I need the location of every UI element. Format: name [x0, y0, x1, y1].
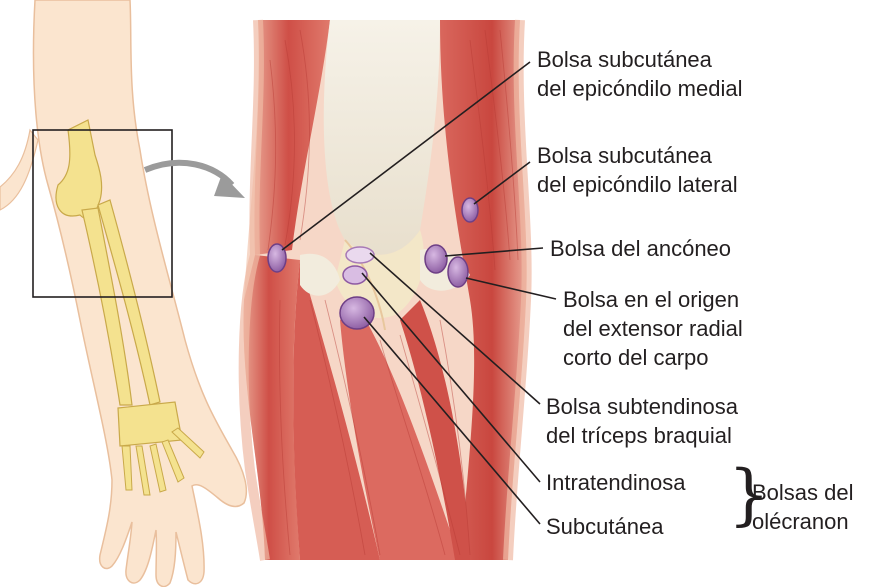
bursa-lateral-epicondyle: [462, 198, 478, 222]
label-subcut-lateral: Bolsa subcutánea del epicóndilo lateral: [537, 141, 738, 199]
label-line: Intratendinosa: [546, 468, 685, 497]
bursa-subcutaneous-olecranon: [340, 297, 374, 329]
label-line: del epicóndilo medial: [537, 74, 742, 103]
label-anconeo: Bolsa del ancóneo: [550, 234, 731, 263]
label-line: Bolsas del: [752, 478, 854, 507]
label-line: Bolsa subcutánea: [537, 141, 738, 170]
label-intratendinosa: Intratendinosa: [546, 468, 685, 497]
label-line: Subcutánea: [546, 512, 663, 541]
label-line: del epicóndilo lateral: [537, 170, 738, 199]
bursa-anconeus: [425, 245, 447, 273]
label-subcutanea: Subcutánea: [546, 512, 663, 541]
label-triceps: Bolsa subtendinosa del tríceps braquial: [546, 392, 738, 450]
label-line: corto del carpo: [563, 343, 743, 372]
zoom-arrow: [145, 163, 245, 198]
label-line: Bolsa subtendinosa: [546, 392, 738, 421]
label-subcut-medial: Bolsa subcutánea del epicóndilo medial: [537, 45, 742, 103]
label-line: olécranon: [752, 507, 854, 536]
label-line: del extensor radial: [563, 314, 743, 343]
label-olecranon-group: Bolsas del olécranon: [752, 478, 854, 536]
label-line: Bolsa del ancóneo: [550, 234, 731, 263]
label-line: Bolsa subcutánea: [537, 45, 742, 74]
label-extensor: Bolsa en el origen del extensor radial c…: [563, 285, 743, 372]
bursa-subtendinous-triceps: [346, 247, 374, 263]
label-line: Bolsa en el origen: [563, 285, 743, 314]
bursa-extensor-carpi: [448, 257, 468, 287]
label-line: del tríceps braquial: [546, 421, 738, 450]
elbow-illustration: [244, 20, 527, 560]
